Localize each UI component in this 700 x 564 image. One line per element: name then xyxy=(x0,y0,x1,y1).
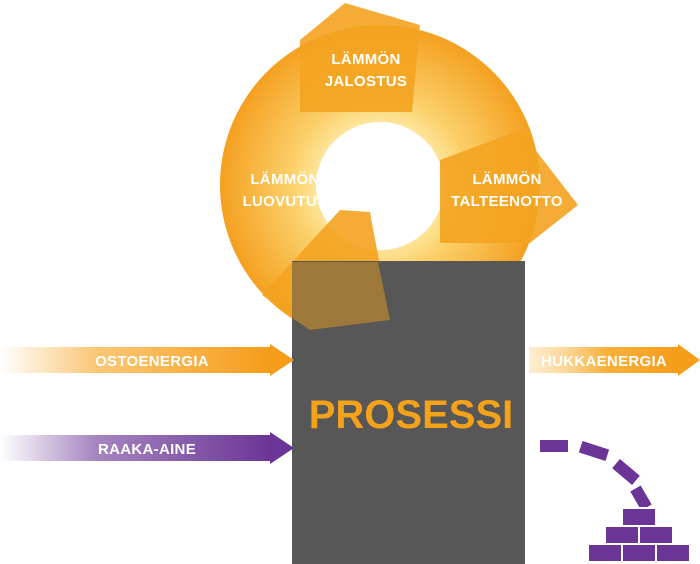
talteenotto-line-2: TALTEENOTTO xyxy=(451,193,563,210)
brick-pile-icon xyxy=(587,507,691,563)
jalostus-line-1: LÄMMÖN xyxy=(331,51,400,68)
cycle-label-talteenotto: LÄMMÖN TALTEENOTTO xyxy=(451,171,563,210)
cycle-label-luovutus: LÄMMÖN LUOVUTUS xyxy=(243,171,328,210)
waste-heat-output-arrow: HUKKAENERGIA xyxy=(529,344,700,376)
material-input-label: RAAKA-AINE xyxy=(98,441,196,458)
process-box xyxy=(292,261,525,564)
energy-input-arrow: OSTOENERGIA xyxy=(0,344,294,376)
energy-input-label: OSTOENERGIA xyxy=(95,353,209,370)
luovutus-line-2: LUOVUTUS xyxy=(243,193,328,210)
talteenotto-line-1: LÄMMÖN xyxy=(472,171,541,188)
material-input-arrow: RAAKA-AINE xyxy=(0,432,294,464)
luovutus-line-1: LÄMMÖN xyxy=(250,171,319,188)
arrowhead-talteenotto xyxy=(440,130,578,243)
cycle-label-jalostus: LÄMMÖN JALOSTUS xyxy=(325,51,407,90)
waste-heat-label: HUKKAENERGIA xyxy=(541,353,667,370)
waste-path-dashes xyxy=(540,440,652,511)
arrowhead-overlap xyxy=(292,262,390,330)
jalostus-line-2: JALOSTUS xyxy=(325,73,407,90)
process-label: PROSESSI xyxy=(309,393,514,437)
arrowhead-jalostus xyxy=(300,3,420,112)
